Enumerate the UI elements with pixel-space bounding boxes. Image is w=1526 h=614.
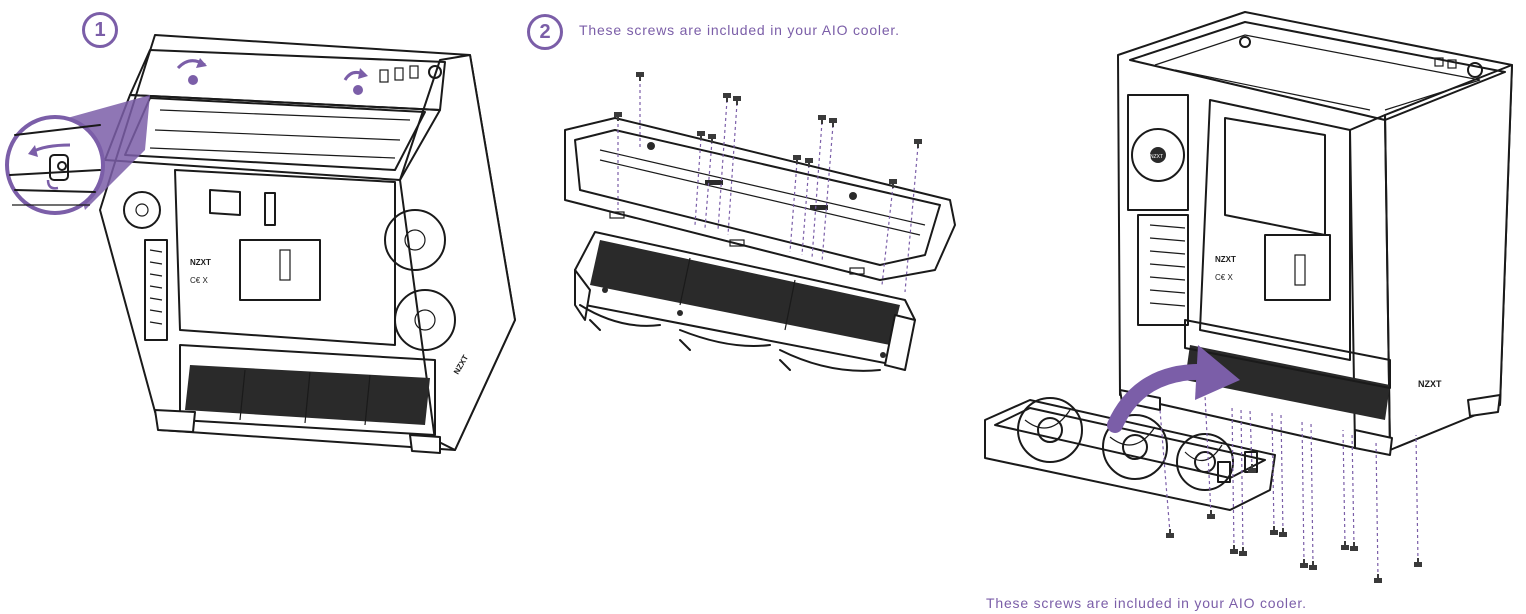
screw-icon [723, 93, 731, 102]
screw-icon [708, 134, 716, 143]
screw-icon [1270, 526, 1278, 535]
case-illustration-step-1: NZXT C€ X NZXT [5, 34, 516, 454]
screw-icon [1279, 528, 1287, 537]
step-3-note: These screws are included in your AIO co… [986, 595, 1307, 611]
screw-icon [1350, 542, 1358, 551]
pci-slots-1 [144, 239, 168, 341]
screw-icon [914, 139, 922, 148]
screw-icon [1207, 510, 1215, 519]
case-illustration-step-3: NZXT NZXT C€ X NZXT [984, 11, 1513, 583]
svg-text:C€ X: C€ X [1215, 273, 1233, 282]
screw-icon [1374, 574, 1382, 583]
screw-icon [636, 72, 644, 81]
screw-icon [1300, 559, 1308, 568]
screw-icon [793, 155, 801, 164]
screw-icon [829, 118, 837, 127]
screw-icon [733, 96, 741, 105]
step-2-badge: 2 [527, 14, 563, 50]
case-logo-3: NZXT [1215, 255, 1236, 264]
svg-text:C€ X: C€ X [190, 276, 208, 285]
screw-icon [1239, 547, 1247, 556]
screw-icon [697, 131, 705, 140]
screw-icon [1414, 558, 1422, 567]
screw-icon [818, 115, 826, 124]
pci-slots-3 [1137, 214, 1189, 326]
step-2-note: These screws are included in your AIO co… [579, 22, 900, 38]
svg-text:NZXT: NZXT [1150, 154, 1163, 160]
screw-icon [1341, 541, 1349, 550]
case-logo-1: NZXT [190, 258, 211, 267]
screw-icon [614, 112, 622, 121]
screw-icon [1230, 545, 1238, 554]
screws-step-3 [1159, 394, 1422, 583]
screw-icon [805, 158, 813, 167]
zoom-callout-1 [5, 95, 150, 215]
front-logo-3: NZXT [1418, 379, 1442, 389]
screw-icon [889, 179, 897, 188]
screws-step-2 [614, 72, 922, 293]
radiator-step-3 [984, 397, 1276, 511]
screw-icon [1248, 464, 1256, 473]
screw-icon [1166, 529, 1174, 538]
step-1-badge: 1 [82, 12, 118, 48]
radiator-bracket-step-2 [564, 72, 956, 372]
screw-icon [1309, 561, 1317, 570]
